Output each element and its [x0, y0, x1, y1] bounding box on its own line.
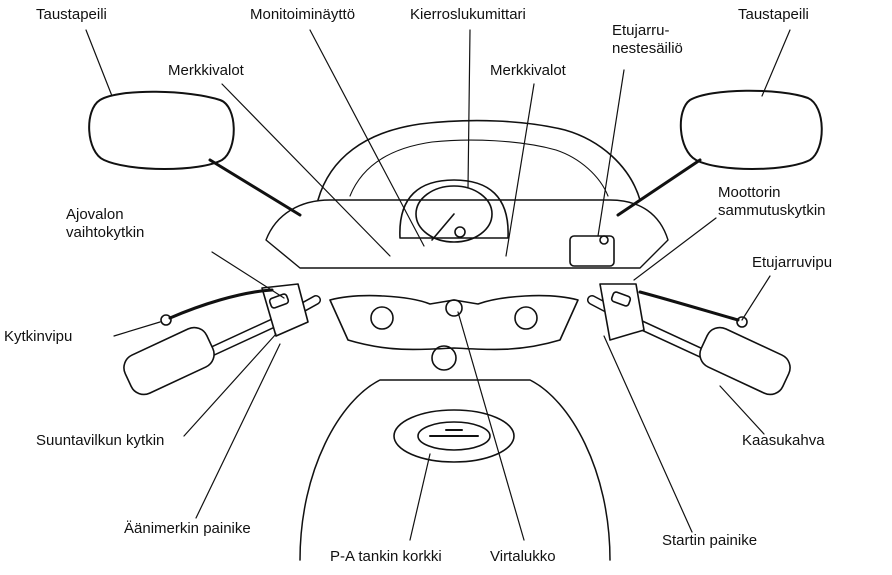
label-engine-stop-switch: Moottorin sammutuskytkin	[718, 184, 826, 220]
label-clutch-lever: Kytkinvipu	[4, 328, 72, 346]
label-tachometer: Kierroslukumittari	[410, 6, 526, 24]
label-horn-button: Äänimerkin painike	[124, 520, 251, 538]
right-handlebar	[592, 284, 795, 399]
label-indicators-left: Merkkivalot	[168, 62, 244, 80]
label-indicators-right: Merkkivalot	[490, 62, 566, 80]
label-rear-mirror-left: Taustapeili	[36, 6, 107, 24]
left-mirror	[89, 92, 300, 215]
label-starter-button: Startin painike	[662, 532, 757, 550]
fuel-tank	[300, 380, 610, 560]
triple-clamp	[330, 296, 578, 370]
label-fuel-cap: P-A tankin korkki	[330, 548, 442, 566]
label-multi-display: Monitoiminäyttö	[250, 6, 355, 24]
windscreen	[318, 121, 640, 200]
label-front-brake-reservoir: Etujarru- nestesäiliö	[612, 22, 683, 58]
left-handlebar	[119, 284, 316, 399]
brake-reservoir	[570, 236, 614, 266]
instrument-cluster	[400, 180, 508, 242]
label-throttle-grip: Kaasukahva	[742, 432, 825, 450]
label-front-brake-lever: Etujarruvipu	[752, 254, 832, 272]
label-rear-mirror-right: Taustapeili	[738, 6, 809, 24]
label-ignition-switch: Virtalukko	[490, 548, 556, 566]
label-turn-signal-switch: Suuntavilkun kytkin	[36, 432, 164, 450]
windscreen-inner	[350, 140, 608, 196]
label-headlight-switch: Ajovalon vaihtokytkin	[66, 206, 144, 242]
